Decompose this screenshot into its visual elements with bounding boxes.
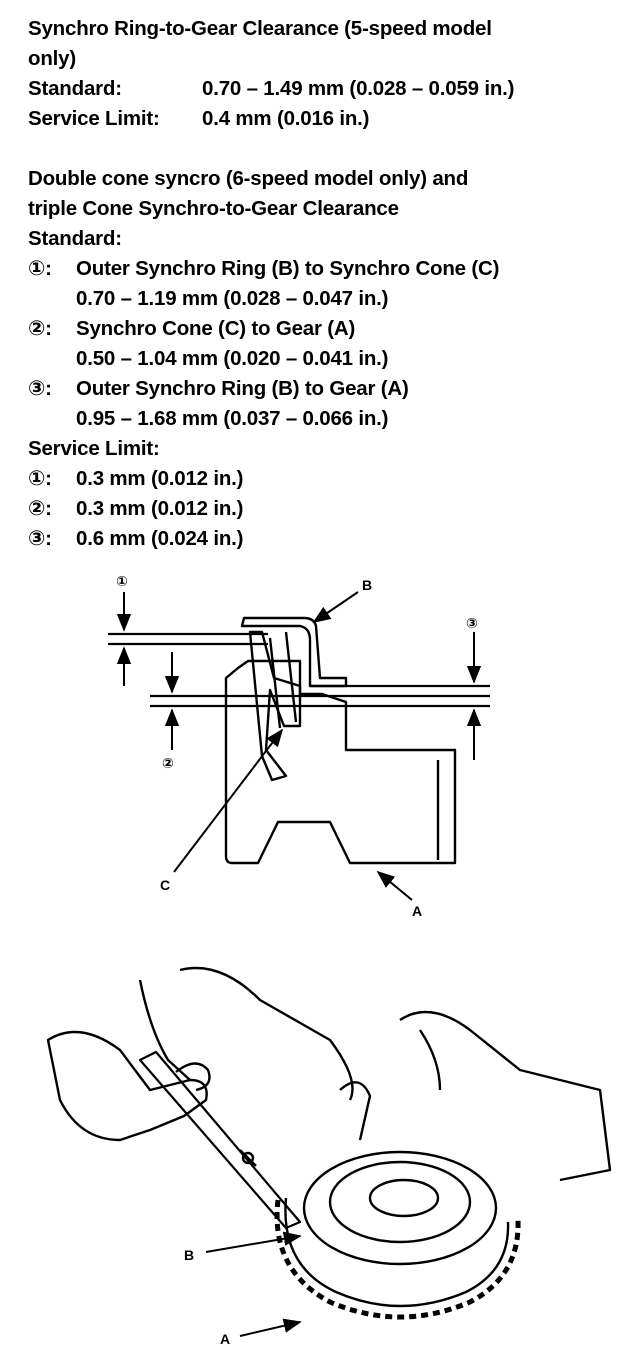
standard-item-1-value: 0.70 – 1.19 mm (0.028 – 0.047 in.) <box>76 287 389 310</box>
section1-service-row: Service Limit: 0.4 mm (0.016 in.) <box>28 104 618 134</box>
service-limit-value: 0.4 mm (0.016 in.) <box>202 107 370 130</box>
item-value: 0.6 mm (0.024 in.) <box>76 527 244 550</box>
service-item-3: ③: 0.6 mm (0.024 in.) <box>28 524 618 554</box>
standard-item-1: ①: Outer Synchro Ring (B) to Synchro Cone… <box>28 254 618 284</box>
section1-title-line1: Synchro Ring-to-Gear Clearance (5-speed … <box>28 17 492 40</box>
section2-title-line2: triple Cone Synchro-to-Gear Clearance <box>28 197 399 220</box>
standard-item-2: ②: Synchro Cone (C) to Gear (A) <box>28 314 618 344</box>
item-label: Synchro Cone (C) to Gear (A) <box>76 317 356 340</box>
section2-standard-label: Standard: <box>28 227 122 250</box>
left-hand-shape <box>46 1030 208 1142</box>
feeler-gauge-svg: B A <box>46 966 612 1347</box>
synchro-ring-b-shape <box>302 1150 498 1266</box>
gear-a-shape <box>274 1199 521 1320</box>
feeler-gauge-shape <box>138 1050 302 1230</box>
label-a: A <box>412 903 422 919</box>
feeler-gauge-illustration: B A <box>0 940 624 1350</box>
standard-item-3: ③: Outer Synchro Ring (B) to Gear (A) <box>28 374 618 404</box>
item-value: 0.3 mm (0.012 in.) <box>76 497 244 520</box>
circled-number: ②: <box>28 497 52 520</box>
service-item-1: ①: 0.3 mm (0.012 in.) <box>28 464 618 494</box>
specification-text: Synchro Ring-to-Gear Clearance (5-speed … <box>28 14 618 554</box>
right-hand-shape <box>179 966 354 1101</box>
photo-label-a: A <box>220 1331 230 1347</box>
synchro-ring-b-shape <box>240 616 348 688</box>
photo-label-b: B <box>184 1247 194 1263</box>
standard-label: Standard: <box>28 77 122 100</box>
circled-number: ②: <box>28 317 52 340</box>
standard-item-3-value: 0.95 – 1.68 mm (0.037 – 0.066 in.) <box>76 407 389 430</box>
service-limit-label: Service Limit: <box>28 107 160 130</box>
label-c: C <box>160 877 170 893</box>
clearance-diagram-svg: ① ② ③ B C A <box>108 573 490 919</box>
callout-2: ② <box>162 755 174 771</box>
item-label: Outer Synchro Ring (B) to Synchro Cone (… <box>76 257 500 280</box>
clearance-diagram: ① ② ③ B C A <box>0 560 624 930</box>
callout-3: ③ <box>466 615 478 631</box>
label-b: B <box>362 577 372 593</box>
circled-number: ③: <box>28 377 52 400</box>
circled-number: ①: <box>28 257 52 280</box>
standard-value: 0.70 – 1.49 mm (0.028 – 0.059 in.) <box>202 77 515 100</box>
item-value: 0.3 mm (0.012 in.) <box>76 467 244 490</box>
item-label: Outer Synchro Ring (B) to Gear (A) <box>76 377 409 400</box>
spacer <box>28 134 618 164</box>
circled-number: ①: <box>28 467 52 490</box>
gear-a-shape <box>224 659 457 865</box>
section1-title-line2: only) <box>28 47 76 70</box>
service-item-2: ②: 0.3 mm (0.012 in.) <box>28 494 618 524</box>
section1-standard-row: Standard: 0.70 – 1.49 mm (0.028 – 0.059 i… <box>28 74 618 104</box>
section2-service-label: Service Limit: <box>28 437 160 460</box>
callout-1: ① <box>116 573 128 589</box>
circled-number: ③: <box>28 527 52 550</box>
section2-title-line1: Double cone syncro (6-speed model only) … <box>28 167 469 190</box>
standard-item-2-value: 0.50 – 1.04 mm (0.020 – 0.041 in.) <box>76 347 389 370</box>
